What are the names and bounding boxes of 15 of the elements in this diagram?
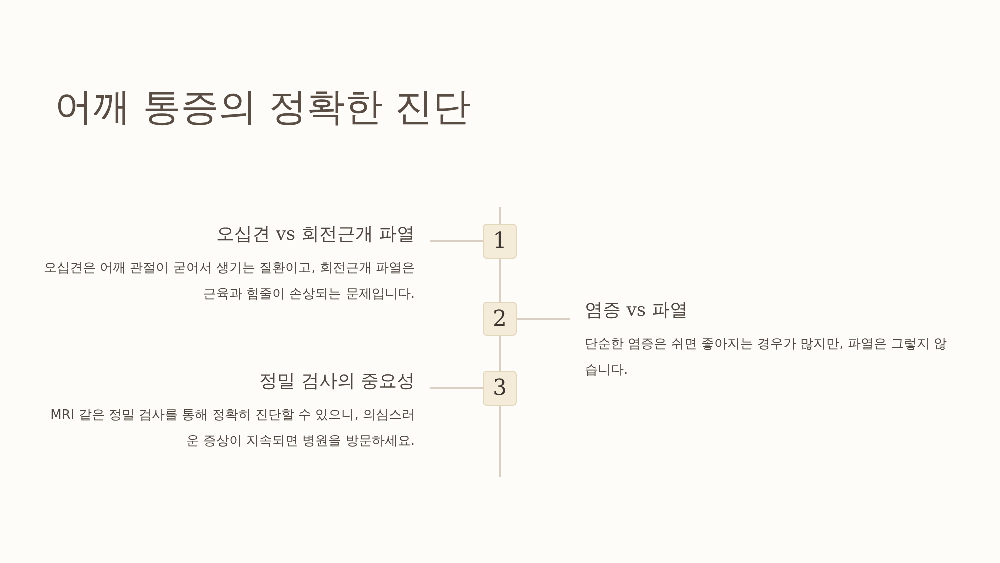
step-heading: 염증 vs 파열 [585,299,689,322]
connector-line [430,240,483,242]
connector-line [430,388,483,390]
step-number: 3 [483,371,517,406]
step-description: 오십견은 어깨 관절이 굳어서 생기는 질환이고, 회전근개 파열은 근육과 힘줄이 손상되는 문제입니다. [42,260,415,304]
step-number: 1 [483,224,517,259]
step-description: MRI 같은 정밀 검사를 통해 정확히 진단할 수 있으니, 의심스러운 증상이 지속되면 병원을 방문하세요. [50,407,415,451]
timeline-line [499,259,501,302]
step-heading: 오십견 vs 회전근개 파열 [215,223,415,246]
timeline-line [499,336,501,371]
step-number: 2 [483,302,517,336]
connector-line [517,318,570,320]
step-heading: 정밀 검사의 중요성 [258,370,415,393]
step-description: 단순한 염증은 쉬면 좋아지는 경우가 많지만, 파열은 그렇지 않습니다. [585,336,948,380]
slide-title: 어깨 통증의 정확한 진단 [55,84,472,131]
